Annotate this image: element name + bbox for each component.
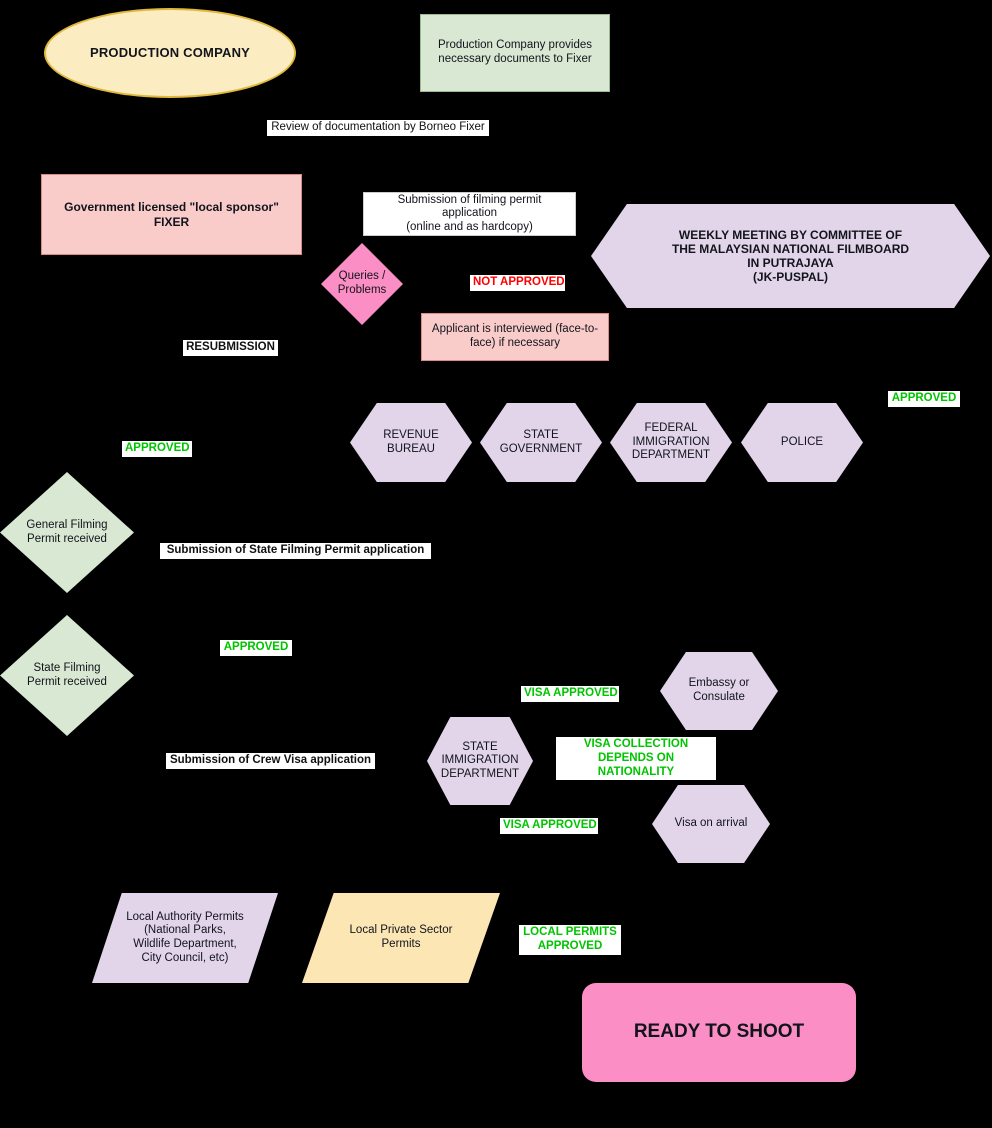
node-fixer[interactable]: Government licensed "local sponsor" FIXE… [41,174,302,255]
label-resubmission: RESUBMISSION [183,340,278,356]
label-not-approved: NOT APPROVED [470,275,565,291]
label-local-permits-approved: LOCAL PERMITS APPROVED [519,925,621,955]
node-general-filming-permit[interactable]: General Filming Permit received [0,472,134,593]
node-revenue-bureau[interactable]: REVENUE BUREAU [350,403,472,482]
node-state-government-label: STATE GOVERNMENT [499,428,583,455]
node-weekly-meeting[interactable]: WEEKLY MEETING BY COMMITTEE OF THE MALAY… [591,204,990,308]
label-approved-top-right: APPROVED [888,391,960,407]
node-production-company[interactable]: PRODUCTION COMPANY [44,8,296,98]
node-federal-immigration[interactable]: FEDERAL IMMIGRATION DEPARTMENT [610,403,732,482]
node-revenue-bureau-label: REVENUE BUREAU [383,428,439,455]
node-federal-immigration-label: FEDERAL IMMIGRATION DEPARTMENT [631,422,711,462]
node-local-private-permits-label: Local Private Sector Permits [349,924,453,950]
node-embassy-consulate[interactable]: Embassy or Consulate [660,652,778,730]
node-production-company-label: PRODUCTION COMPANY [89,45,251,61]
node-state-immigration[interactable]: STATE IMMIGRATION DEPARTMENT [427,717,533,805]
node-applicant-interviewed[interactable]: Applicant is interviewed (face-to- face)… [421,313,609,361]
node-police-label: POLICE [780,435,824,448]
node-visa-on-arrival-label: Visa on arrival [674,817,748,830]
node-documents-note-label: Production Company provides necessary do… [437,39,593,65]
node-police[interactable]: POLICE [741,403,863,482]
label-visa-approved-lower: VISA APPROVED [500,818,598,834]
node-submission-filming-permit-label: Submission of filming permit application… [397,193,542,233]
node-submission-filming-permit[interactable]: Submission of filming permit application… [363,192,576,236]
label-review-documentation: Review of documentation by Borneo Fixer [267,120,489,136]
node-weekly-meeting-label: WEEKLY MEETING BY COMMITTEE OF THE MALAY… [671,227,910,285]
node-embassy-consulate-label: Embassy or Consulate [688,677,750,703]
node-state-filming-permit[interactable]: State Filming Permit received [0,615,134,736]
node-local-private-permits[interactable]: Local Private Sector Permits [302,893,500,983]
node-local-authority-permits-label: Local Authority Permits (National Parks,… [126,910,244,964]
label-visa-collection: VISA COLLECTION DEPENDS ON NATIONALITY [556,737,716,781]
node-applicant-interviewed-label: Applicant is interviewed (face-to- face)… [431,323,599,349]
label-submission-crew-visa: Submission of Crew Visa application [166,753,375,769]
node-general-filming-permit-label: General Filming Permit received [26,518,108,545]
label-submission-state-permit: Submission of State Filming Permit appli… [160,543,431,559]
node-fixer-label: Government licensed "local sponsor" FIXE… [64,200,279,229]
node-ready-to-shoot-label: READY TO SHOOT [633,1021,805,1043]
node-ready-to-shoot[interactable]: READY TO SHOOT [582,983,856,1082]
node-local-authority-permits[interactable]: Local Authority Permits (National Parks,… [92,893,278,983]
node-visa-on-arrival[interactable]: Visa on arrival [652,785,770,863]
node-state-government[interactable]: STATE GOVERNMENT [480,403,602,482]
label-approved-left: APPROVED [122,441,192,457]
node-queries-problems-label: Queries / Problems [337,270,387,296]
label-approved-state: APPROVED [220,640,292,656]
node-state-immigration-label: STATE IMMIGRATION DEPARTMENT [440,740,520,780]
node-state-filming-permit-label: State Filming Permit received [27,661,107,688]
label-visa-approved-upper: VISA APPROVED [521,686,619,702]
node-queries-problems[interactable]: Queries / Problems [321,243,403,325]
node-documents-note[interactable]: Production Company provides necessary do… [420,14,610,92]
